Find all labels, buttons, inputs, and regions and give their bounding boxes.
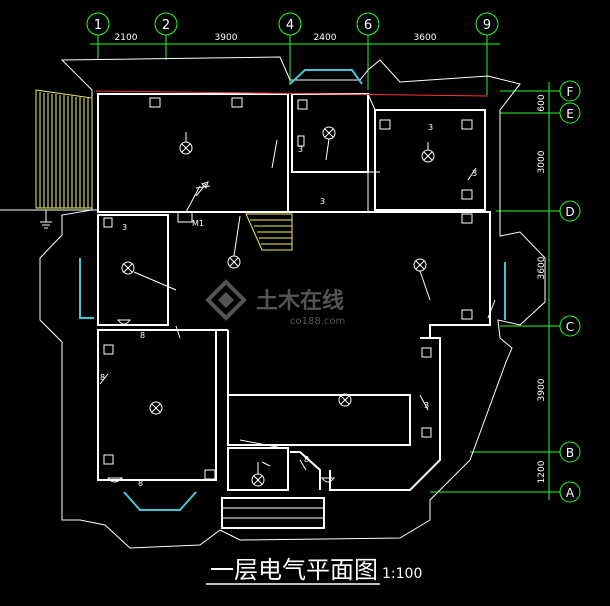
wire-label: 3	[298, 145, 303, 154]
dim-right-1200: 1200	[537, 460, 547, 483]
drawing-title: 一层电气平面图	[210, 556, 378, 584]
light-icon	[149, 401, 163, 415]
axis-C-label: C	[566, 320, 574, 334]
axis-B-label: B	[566, 446, 574, 460]
watermark: 土木在线 co188.com	[205, 279, 345, 327]
light-icon	[121, 261, 135, 275]
axis-1-label: 1	[94, 18, 102, 33]
interior-stair	[245, 213, 293, 251]
wire-label: 8	[138, 479, 143, 488]
wire-label: 3	[122, 223, 127, 232]
m1-label: M1	[192, 219, 204, 228]
dimension-labels-top: 2100 3900 2400 3600	[115, 33, 437, 43]
wire-label: 3	[424, 401, 429, 410]
grid-axes-right	[430, 80, 581, 503]
interior-lines	[222, 93, 380, 519]
grid-axes-top	[86, 12, 500, 95]
exterior-stair	[35, 89, 93, 209]
wire-label: 3	[320, 197, 325, 206]
wire-label: 8	[304, 455, 309, 464]
grid-axis-labels-right: F E D C B A	[565, 85, 575, 500]
dim-right-3600: 3600	[537, 256, 547, 279]
dim-right-3900: 3900	[537, 378, 547, 401]
wire-label: 8	[140, 331, 145, 340]
windows	[79, 69, 506, 511]
light-icon	[322, 126, 336, 140]
watermark-text: 土木在线	[256, 288, 344, 314]
wire-labels: 3 3 3 3 3 3 8 8 8 8 M1	[100, 123, 477, 488]
axis-4-label: 4	[286, 18, 294, 33]
dimension-labels-right: 600 3000 3600 3900 1200	[537, 94, 547, 483]
axis-E-label: E	[566, 107, 574, 121]
wall-fixtures	[103, 97, 473, 480]
red-beam-line	[95, 90, 489, 97]
dim-top-2400: 2400	[314, 33, 337, 43]
wire-label: 8	[100, 373, 105, 382]
axis-D-label: D	[565, 205, 574, 219]
axis-6-label: 6	[364, 18, 372, 33]
light-icon	[413, 258, 427, 272]
arrow-up-icon	[195, 181, 209, 197]
light-icon	[421, 149, 435, 163]
watermark-url: co188.com	[290, 316, 345, 327]
axis-F-label: F	[567, 85, 574, 99]
light-icon	[227, 255, 241, 269]
drawing-title-block: 一层电气平面图 1:100	[206, 556, 422, 585]
wire-label: 3	[428, 123, 433, 132]
light-icon	[179, 141, 193, 155]
axis-2-label: 2	[162, 18, 170, 33]
wall-lamps	[106, 319, 336, 483]
dim-top-2100: 2100	[115, 33, 138, 43]
light-icon	[251, 473, 265, 487]
dim-right-600: 600	[537, 94, 547, 111]
axis-9-label: 9	[483, 18, 491, 33]
service-entry	[0, 209, 98, 229]
dim-top-3900: 3900	[215, 33, 238, 43]
walls	[97, 93, 491, 529]
dim-top-3600: 3600	[414, 33, 437, 43]
light-icon	[338, 393, 352, 407]
axis-A-label: A	[566, 486, 575, 500]
grid-axis-labels-top: 1 2 4 6 9	[94, 18, 491, 33]
eave-outline	[39, 56, 546, 549]
wiring	[99, 132, 496, 474]
diamond-logo-icon	[205, 279, 247, 321]
drawing-scale: 1:100	[382, 566, 422, 582]
wire-label: 3	[472, 169, 477, 178]
dim-right-3000: 3000	[537, 150, 547, 173]
